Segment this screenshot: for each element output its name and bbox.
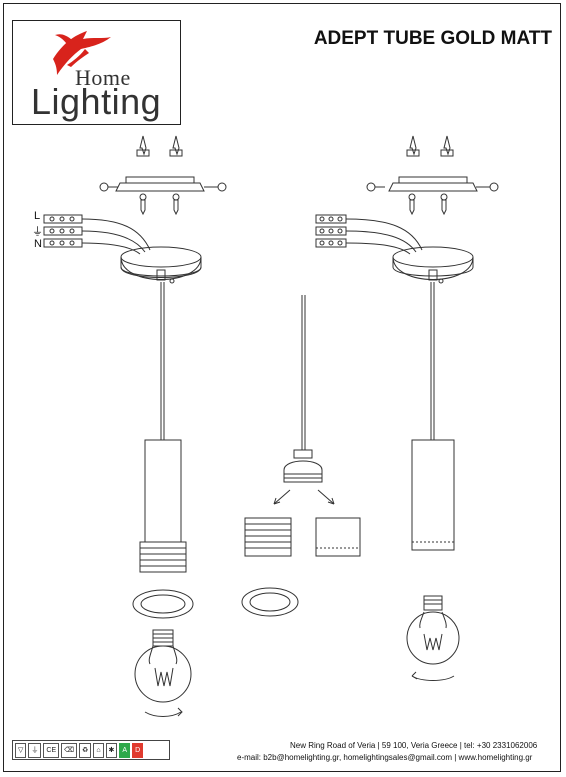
- indoor-icon: ⌂: [93, 742, 104, 758]
- left-wall-plugs: [136, 135, 183, 157]
- right-lamp-tube: [411, 439, 455, 551]
- wire-label-live: L: [34, 210, 41, 222]
- left-lamp-tube: [139, 439, 187, 573]
- center-retaining-ring: [241, 587, 299, 617]
- left-mounting-bracket: [99, 176, 227, 216]
- center-lamp-holder: [273, 449, 335, 505]
- left-light-bulb: [134, 629, 192, 717]
- wire-label-earth: ⏚: [32, 226, 43, 238]
- center-threaded-sleeve: [244, 517, 292, 557]
- left-retaining-ring: [132, 589, 194, 619]
- weee-icon: ⌫: [61, 742, 78, 758]
- right-ceiling-canopy: [392, 246, 474, 284]
- dancer-logo-icon: [53, 31, 111, 75]
- right-terminal-block: [315, 214, 423, 255]
- logo-home-text: Home: [75, 65, 131, 90]
- footer-address: New Ring Road of Veria | 59 100, Veria G…: [290, 741, 538, 750]
- left-suspension-cable: [160, 282, 165, 440]
- certification-strip: ▽ ⏚ CE ⌫ ♻ ⌂ ✱ A D: [12, 740, 170, 760]
- right-mounting-bracket: [366, 176, 499, 216]
- right-light-bulb: [406, 595, 460, 681]
- bulb-icon: ✱: [105, 742, 118, 758]
- energy-class-high: D: [132, 742, 144, 758]
- right-suspension-cable: [430, 282, 435, 440]
- voltage-icon: ▽: [15, 742, 27, 758]
- right-wall-plugs: [406, 135, 454, 157]
- center-suspension-cable: [301, 295, 306, 450]
- footer-contact: e-mail: b2b@homelighting.gr, homelightin…: [237, 753, 533, 762]
- product-title: ADEPT TUBE GOLD MATT: [313, 28, 552, 49]
- earth-icon: ⏚: [28, 742, 42, 758]
- left-terminal-block: [43, 214, 151, 255]
- brand-logo: Home Lighting: [12, 20, 181, 125]
- left-ceiling-canopy: [120, 246, 202, 284]
- center-shade-cap: [315, 517, 361, 557]
- wire-label-neutral: N: [34, 238, 42, 250]
- page-frame: [3, 3, 561, 772]
- energy-class-low: A: [119, 742, 131, 758]
- logo-lighting-text: Lighting: [31, 81, 162, 122]
- recycle-icon: ♻: [79, 742, 92, 758]
- ce-mark-icon: CE: [43, 742, 60, 758]
